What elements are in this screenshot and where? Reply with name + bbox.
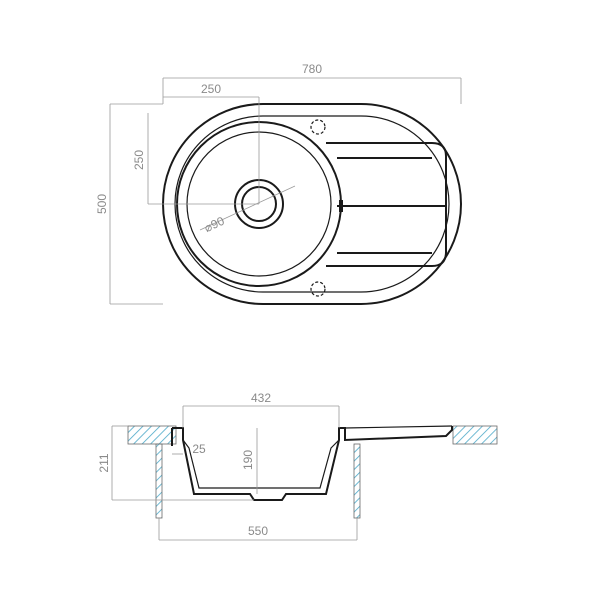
cabinet-wall-left xyxy=(155,443,163,519)
tap-hole-top xyxy=(310,119,326,135)
dim-side-wall: 25 xyxy=(192,442,206,456)
drainer-top-line xyxy=(344,425,453,429)
dim-top-height-offset: 250 xyxy=(132,150,146,170)
tap-hole-bottom xyxy=(310,281,326,297)
overflow-slot xyxy=(339,200,343,212)
dim-drain-diameter: ⌀90 xyxy=(202,214,227,236)
countertop-left xyxy=(127,425,177,445)
side-view: 432 25 190 211 550 xyxy=(97,391,498,541)
dim-side-cabinet-width: 550 xyxy=(248,524,268,538)
top-view: 780 250 500 250 ⌀90 xyxy=(95,62,462,305)
dim-side-total-depth: 211 xyxy=(97,453,111,472)
dim-top-height: 500 xyxy=(95,194,109,214)
sink-profile xyxy=(172,426,453,501)
dim-side-bowl-width: 432 xyxy=(251,391,271,405)
cabinet-wall-right xyxy=(353,443,361,519)
dim-side-bowl-depth: 190 xyxy=(241,450,255,470)
drainer-board xyxy=(326,142,447,267)
dim-top-width: 780 xyxy=(302,62,322,76)
sink-profile-inner xyxy=(182,439,340,489)
dim-top-offset: 250 xyxy=(201,82,221,96)
countertop-right xyxy=(452,425,498,445)
